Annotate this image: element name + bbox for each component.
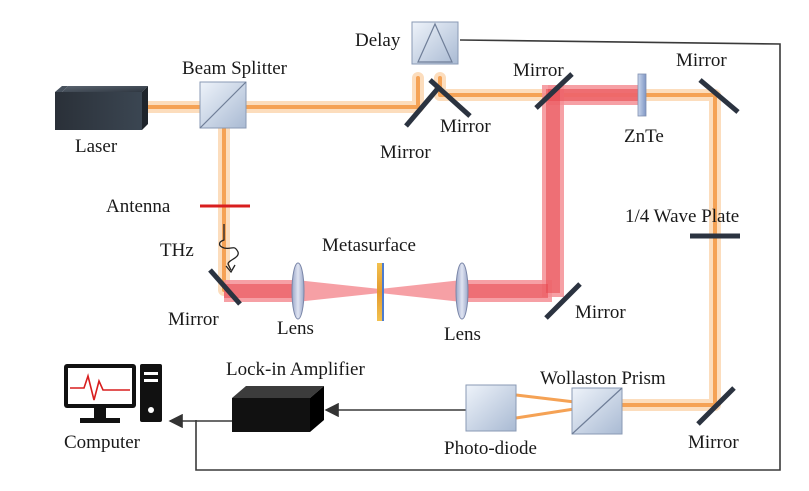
mirror-bottom-right [696, 386, 736, 426]
lock-in-amplifier [232, 386, 324, 432]
lens-left [291, 262, 305, 320]
delay-label: Delay [355, 30, 401, 51]
thz-label: THz [160, 240, 194, 261]
delay-control-line [195, 39, 781, 471]
mirror-delay-upper [428, 78, 472, 118]
wollaston-prism-label: Wollaston Prism [540, 368, 666, 389]
photo-diode [465, 384, 517, 432]
mirror-left [208, 268, 242, 306]
beam-splitter-label: Beam Splitter [182, 58, 288, 79]
wollaston-prism [571, 387, 623, 435]
mirror-right-middle [544, 282, 582, 320]
mirror-top-right [698, 78, 740, 114]
mirror-label-bottom-right: Mirror [688, 432, 739, 453]
lock-in-amplifier-label: Lock-in Amplifier [226, 359, 365, 380]
beam-splitter [199, 81, 247, 129]
mirror-top-center [534, 72, 574, 110]
mirror-label-left: Mirror [168, 309, 219, 330]
thz-pulse-waveform [218, 224, 239, 271]
computer-label: Computer [64, 432, 141, 453]
mirror-label-right-middle: Mirror [575, 302, 626, 323]
lens-right [455, 262, 469, 320]
mirror-delay-lower [404, 84, 442, 128]
laser-label: Laser [75, 136, 118, 157]
mirror-label-top-center: Mirror [513, 60, 564, 81]
antenna-label: Antenna [106, 196, 171, 217]
mirror-label-delay-upper: Mirror [440, 116, 491, 137]
mirror-label-top-right: Mirror [676, 50, 727, 71]
quarter-wave-plate-label: 1/4 Wave Plate [625, 206, 739, 227]
delay-stage [411, 21, 459, 65]
znte-crystal [637, 73, 647, 117]
computer-icon [64, 364, 162, 423]
photo-diode-label: Photo-diode [444, 438, 537, 459]
mirrors [208, 72, 740, 426]
thz-beam [224, 85, 642, 302]
lens-label-left: Lens [277, 318, 314, 339]
signal-wiring [168, 39, 781, 471]
mirror-label-delay-lower: Mirror [380, 142, 431, 163]
laser [55, 86, 148, 130]
metasurface [377, 263, 384, 321]
metasurface-label: Metasurface [322, 235, 416, 256]
lens-label-right: Lens [444, 324, 481, 345]
thz-pulse-arrow-icon [225, 264, 236, 274]
znte-label: ZnTe [624, 126, 664, 147]
